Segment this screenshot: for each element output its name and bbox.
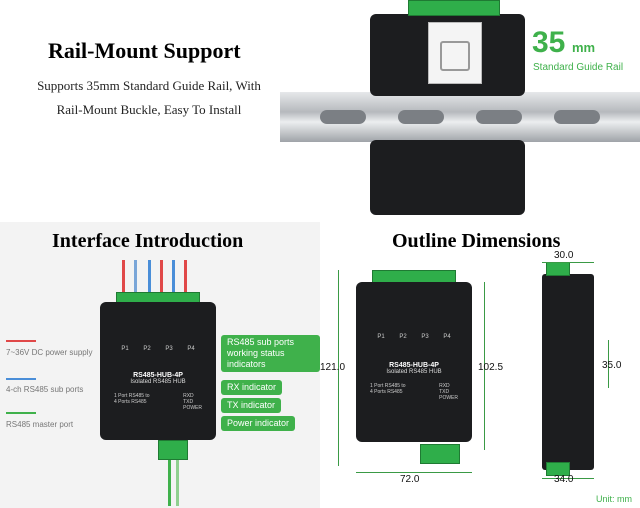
rail-mount-desc-line2: Rail-Mount Buckle, Easy To Install [56,102,242,117]
outline-led-p1: P1 [377,334,385,340]
led-p2: P2 [143,346,151,352]
device-subtitle: Isolated RS485 HUB [130,379,186,385]
side-view-device [542,274,594,470]
led-p3: P3 [165,346,173,352]
interface-title: Interface Introduction [52,230,244,252]
outline-title: Outline Dimensions [392,230,561,252]
dim-height-right: 102.5 [478,362,504,373]
dim-line-height-right [484,282,485,450]
callout-rx: RX indicator [221,380,283,395]
rail-buckle [428,22,482,84]
wire-power-neg [134,260,137,294]
dim-side-bottom: 34.0 [554,474,574,485]
wire-sub-4 [184,260,187,294]
rail-size-unit: mm [572,40,596,55]
interface-device: P1 P2 P3 P4 RS485-HUB-4P Isolated RS485 … [100,302,216,440]
ind-rxd: RXD [183,393,194,399]
rail-mount-title: Rail-Mount Support [48,38,241,63]
outline-device-model: RS485-HUB-4P [389,362,439,369]
device-model: RS485-HUB-4P [133,372,183,379]
unit-label: Unit: mm [596,494,632,504]
side-terminal-bottom [546,462,570,476]
wire-sub-3 [172,260,175,294]
legend-sub: 4-ch RS485 sub ports [6,385,84,394]
callout-power: Power indicator [221,416,296,431]
outline-panel: Outline Dimensions P1 P2 P3 P4 RS485-HUB… [320,222,640,508]
outline-device: P1 P2 P3 P4 RS485-HUB-4P Isolated RS485 … [356,282,472,442]
outline-terminal-bottom [420,444,460,464]
legend-line-sub [6,378,36,380]
outline-led-p2: P2 [399,334,407,340]
dim-height-left: 121.0 [320,362,346,373]
wire-master-b [176,460,179,506]
outline-desc2: 4 Ports RS485 [370,389,403,395]
din-rail [280,92,640,142]
led-p1: P1 [121,346,129,352]
outline-led-p3: P3 [421,334,429,340]
wire-sub-2 [160,260,163,294]
outline-desc1: 1 Port RS485 to [370,383,406,389]
rail-size-caption: Standard Guide Rail [533,62,624,73]
interface-terminal-bottom [158,440,188,460]
dim-line-width [356,472,472,473]
device-desc2: 4 Ports RS485 [114,399,147,405]
outline-device-subtitle: Isolated RS485 HUB [386,369,442,375]
dim-line-side-mid [608,340,609,388]
wire-power-pos [122,260,125,294]
led-p4: P4 [187,346,195,352]
rail-size-value: 35 [532,26,566,59]
mounted-terminal-block [408,0,500,16]
device-desc1: 1 Port RS485 to [114,393,150,399]
legend-line-master [6,412,36,414]
callout-status: RS485 sub ports working status indicator… [221,335,320,372]
rail-mount-desc-line1: Supports 35mm Standard Guide Rail, With [37,78,261,93]
side-terminal-top [546,262,570,276]
outline-ind-txd: TXD [439,389,450,395]
dim-side-mid: 35.0 [602,360,622,371]
dim-line-side-top [542,262,594,263]
callout-tx: TX indicator [221,398,282,413]
legend-power: 7~36V DC power supply [6,348,93,357]
ind-txd: TXD [183,399,194,405]
rail-mount-panel: Rail-Mount Support Supports 35mm Standar… [0,0,640,215]
wire-master [168,460,171,506]
wire-sub-1 [148,260,151,294]
mounted-device-bottom [370,140,525,215]
interface-panel: Interface Introduction P1 P2 P3 P4 RS485… [0,222,320,508]
ind-power: POWER [183,405,202,411]
outline-ind-power: POWER [439,395,458,401]
legend-master: RS485 master port [6,420,74,429]
outline-ind-rxd: RXD [439,383,450,389]
dim-line-height-left [338,270,339,466]
outline-led-p4: P4 [443,334,451,340]
dim-line-side-bottom [542,478,594,479]
dim-side-top: 30.0 [554,250,574,261]
legend-line-power [6,340,36,342]
dim-width: 72.0 [400,474,420,485]
